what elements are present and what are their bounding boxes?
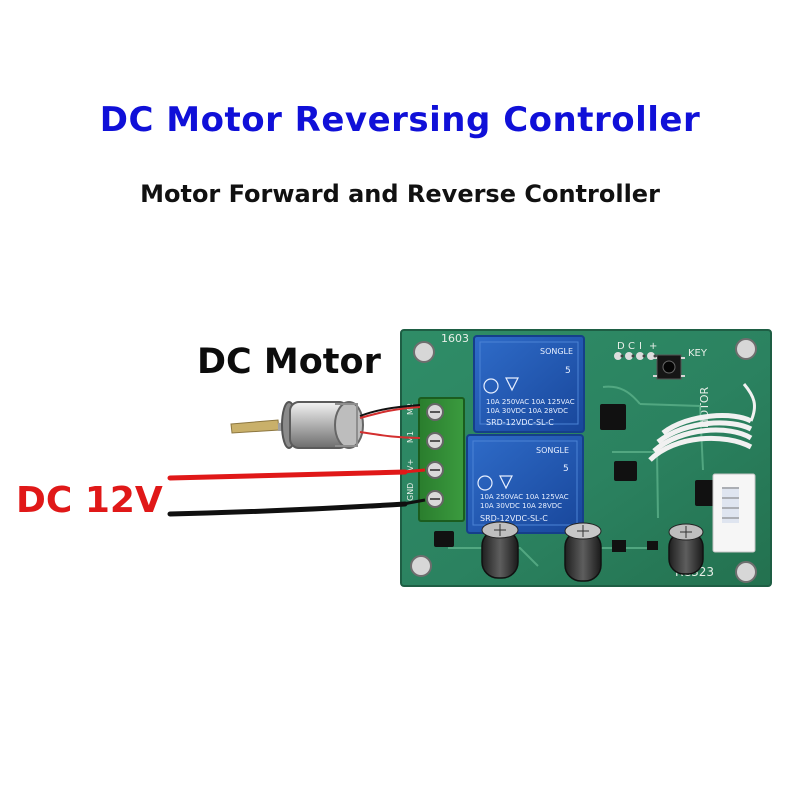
- relay-rating: 10A 250VAC 10A 125VAC: [480, 493, 569, 501]
- terminal-block-icon: M2 M1 V+ GND: [406, 397, 465, 522]
- pin-label: C: [628, 341, 635, 352]
- capacitor-icon: [668, 523, 704, 575]
- part-number: 1603: [441, 332, 469, 345]
- terminal-label: V+: [406, 459, 415, 471]
- dc-motor-icon: [230, 401, 421, 449]
- push-button-icon: [653, 354, 685, 380]
- antenna-coil-icon: [648, 383, 756, 553]
- relay-brand: SONGLE: [540, 347, 573, 356]
- pin-label: +: [649, 341, 657, 352]
- pin-label: D: [617, 341, 625, 352]
- page-subtitle: Motor Forward and Reverse Controller: [140, 180, 660, 208]
- relay-model: SRD-12VDC-SL-C: [486, 418, 554, 427]
- relay-brand: SONGLE: [536, 446, 569, 455]
- relay-rating: 10A 250VAC 10A 125VAC: [486, 398, 575, 406]
- relay-number: 5: [563, 464, 569, 474]
- relay-model: SRD-12VDC-SL-C: [480, 514, 548, 523]
- power-wires: [167, 468, 426, 517]
- relay-icon: SONGLE 10A 250VAC 10A 125VAC 10A 30VDC 1…: [466, 434, 584, 534]
- relay-number: 5: [565, 366, 571, 376]
- pin-label: I: [639, 341, 642, 352]
- relay-icon: SONGLE 10A 250VAC 10A 125VAC 10A 30VDC 1…: [473, 335, 585, 433]
- pcb-pads: [614, 352, 657, 360]
- key-label: KEY: [688, 348, 708, 359]
- motor-label-text: DC Motor: [197, 342, 381, 382]
- terminal-label: M2: [406, 403, 415, 415]
- capacitor-icon: [481, 521, 519, 579]
- page-title: DC Motor Reversing Controller: [99, 100, 701, 140]
- power-label-text: DC 12V: [16, 480, 163, 521]
- relay-rating: 10A 30VDC 10A 28VDC: [480, 502, 562, 510]
- integrated-circuits: [434, 404, 717, 552]
- pin-labels: D C I +: [617, 341, 657, 352]
- capacitor-icon: [564, 522, 602, 582]
- terminal-label: GND: [406, 483, 415, 501]
- relay-rating: 10A 30VDC 10A 28VDC: [486, 407, 568, 415]
